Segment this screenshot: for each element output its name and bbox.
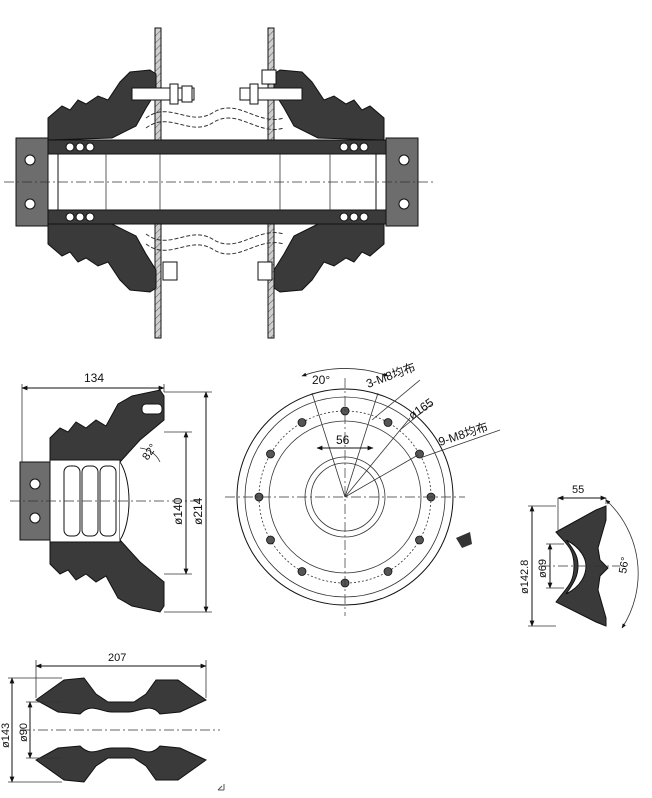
flange-bolt-holes bbox=[254, 406, 436, 588]
bolt-hole bbox=[383, 418, 393, 427]
side-angle-dim: 82° bbox=[140, 442, 159, 463]
bolt-hole bbox=[297, 418, 307, 427]
ring-inner-dia-dim: ø69 bbox=[537, 559, 549, 578]
flange-angle-dim: 20° bbox=[312, 373, 330, 387]
side-outer-dia-dim: ø214 bbox=[191, 497, 205, 525]
bottom-left-mount bbox=[47, 221, 157, 293]
ring-width-dim: 55 bbox=[572, 484, 584, 496]
ring-outer-dia-dim: ø142.8 bbox=[519, 560, 531, 594]
sleeve-length-dim: 207 bbox=[108, 652, 126, 664]
bottom-right-nut bbox=[257, 261, 273, 281]
bearing-balls-right bbox=[339, 142, 369, 222]
bearing-balls-left bbox=[65, 142, 95, 222]
sleeve-upper-profile bbox=[35, 677, 207, 715]
bolt-hole bbox=[415, 449, 424, 459]
sleeve-outer-dia-dim: ø143 bbox=[0, 723, 12, 748]
flange-outer-circle bbox=[236, 388, 454, 606]
bolt-hole bbox=[415, 535, 424, 545]
sleeve-lower-profile bbox=[35, 745, 207, 783]
side-inner-dia-dim: ø140 bbox=[171, 497, 185, 525]
top-right-mount bbox=[273, 69, 385, 141]
flange-plan-view: 20° 56 3-M8均布 ø165 9-M8均布 bbox=[225, 360, 501, 616]
bolt-hole bbox=[297, 567, 307, 576]
small-part-icon bbox=[456, 532, 472, 548]
assembly-view bbox=[4, 27, 436, 339]
side-length-dim: 134 bbox=[84, 371, 104, 385]
top-right-bolt bbox=[239, 87, 303, 101]
sleeve-section-view: 207 ø143 ø90 bbox=[0, 652, 225, 791]
bottom-right-mount bbox=[273, 221, 385, 293]
side-view-lower-mount bbox=[49, 539, 165, 613]
bolt-hole bbox=[266, 535, 275, 545]
bolt-hole bbox=[266, 449, 275, 459]
flange-pcd-dim: ø165 bbox=[406, 395, 437, 422]
ring-angle-dim: 56° bbox=[617, 556, 632, 574]
return-mark-icon bbox=[217, 784, 225, 791]
side-view: 134 82° ø140 ø214 bbox=[10, 371, 212, 613]
ring-section-view: 55 ø142.8 ø69 56° bbox=[519, 484, 639, 629]
bottom-left-nut bbox=[162, 261, 178, 281]
flange-holes-note-a: 3-M8均布 bbox=[364, 360, 417, 391]
bolt-hole bbox=[383, 567, 393, 576]
flange-chord-dim: 56 bbox=[336, 433, 350, 447]
side-view-upper-mount bbox=[49, 389, 165, 463]
flange-holes-note-b: 9-M8均布 bbox=[437, 420, 490, 449]
sleeve-inner-dia-dim: ø90 bbox=[18, 723, 30, 742]
top-left-mount bbox=[47, 69, 157, 141]
